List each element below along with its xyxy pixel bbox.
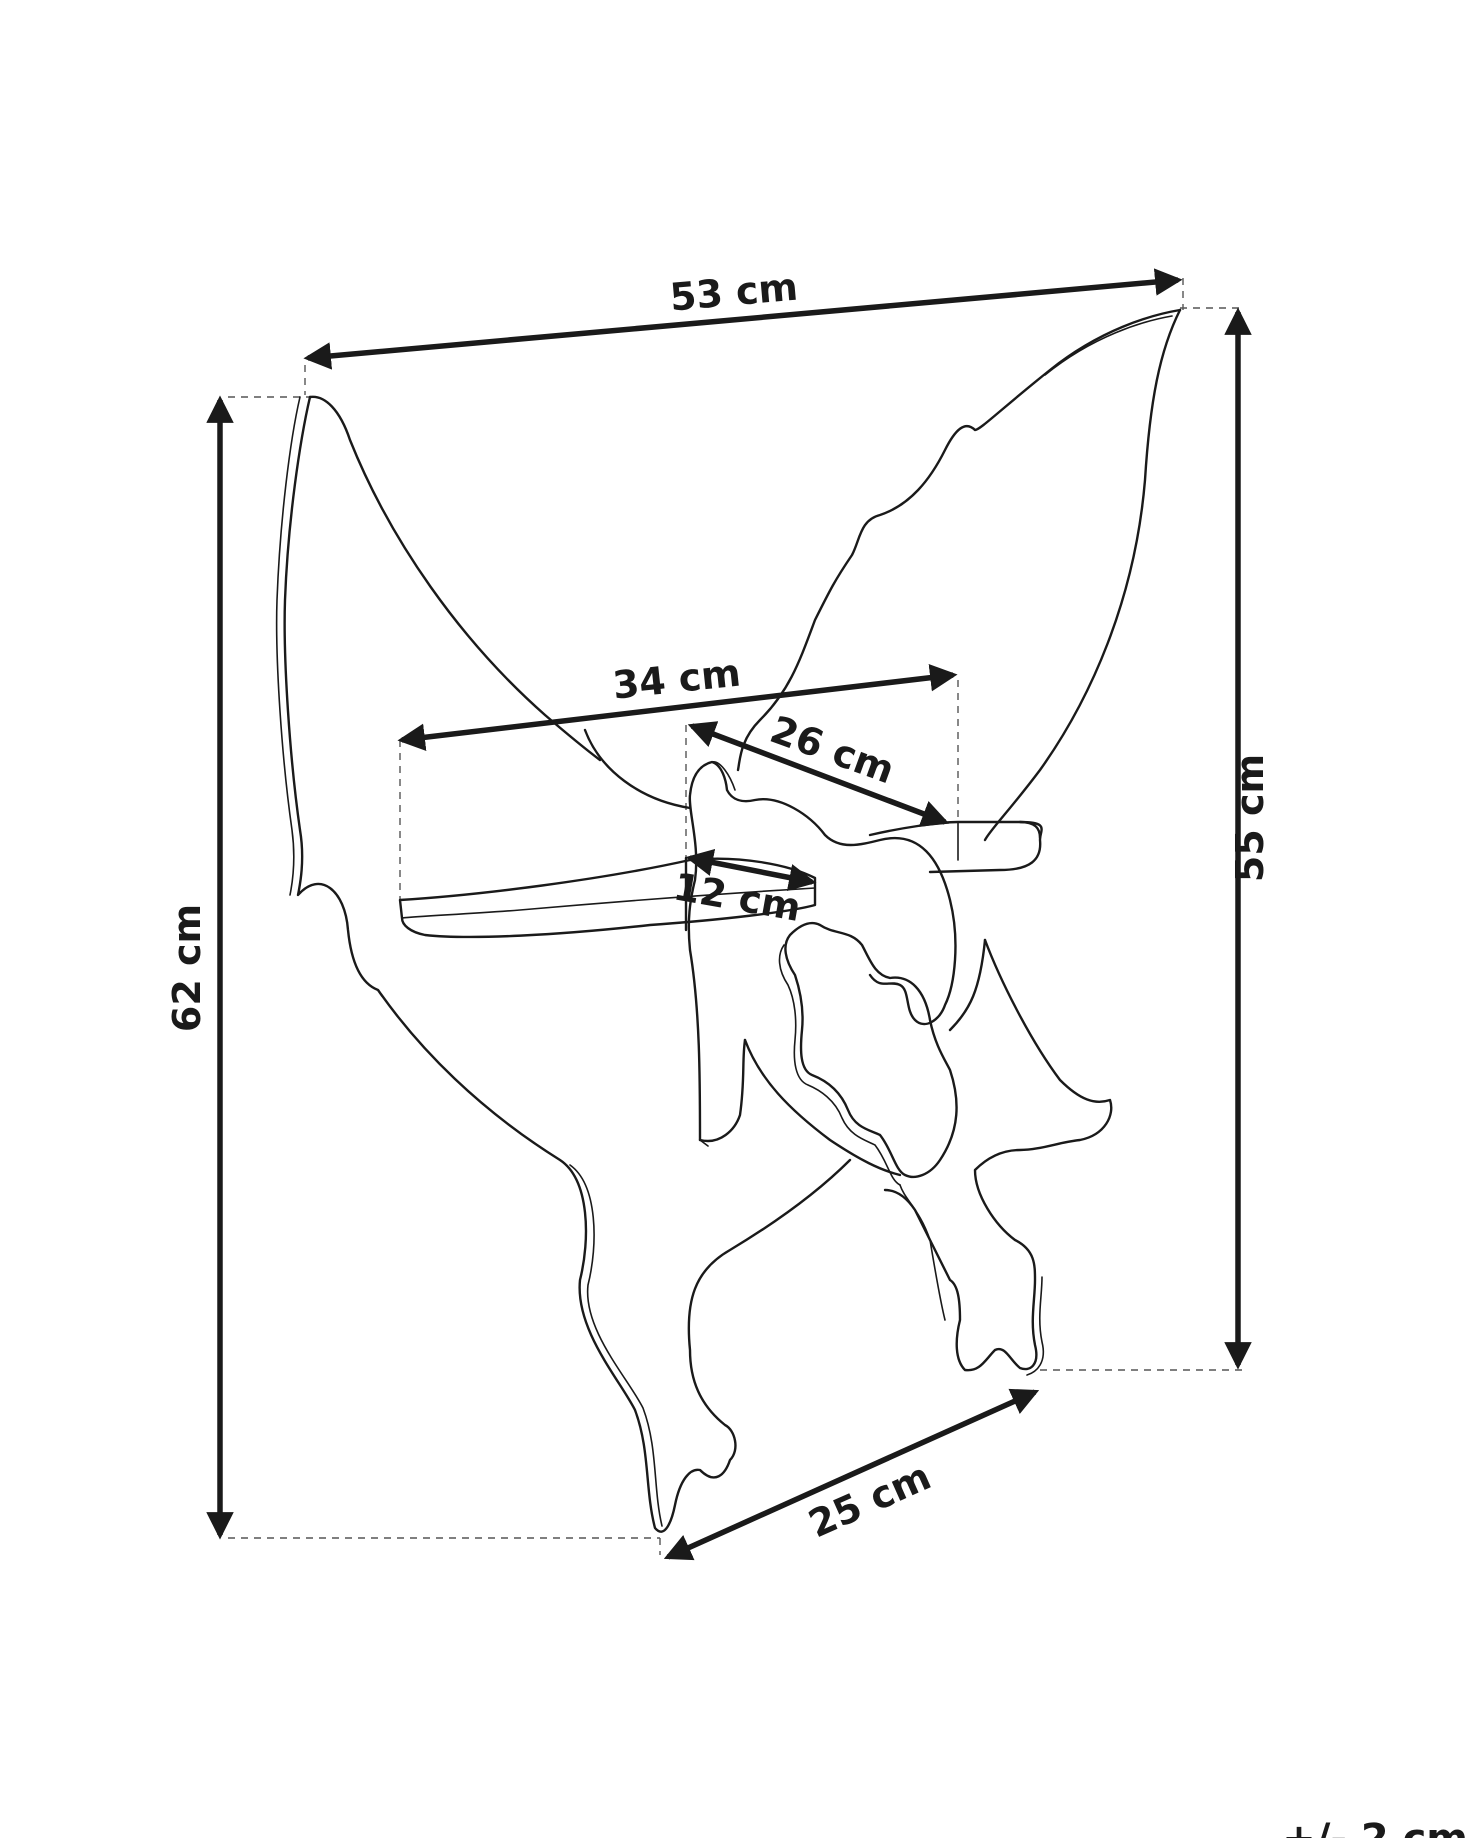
back-panel (275, 308, 1182, 1533)
label-total-width: 53 cm (668, 265, 800, 320)
dimension-labels: 53 cm 62 cm 55 cm 34 cm 26 cm 12 cm 25 c… (165, 265, 1468, 1843)
dimension-arrows (206, 268, 1252, 1561)
front-dinosaur-piece (687, 760, 987, 1321)
arrow-shelf-diagonal (687, 721, 950, 827)
arrow-shelf-width (397, 664, 958, 751)
label-total-height: 62 cm (165, 904, 209, 1032)
arrow-base-depth (663, 1388, 1040, 1561)
label-shelf-width: 34 cm (611, 650, 743, 707)
label-right-height: 55 cm (1228, 754, 1272, 882)
label-tolerance: +/- 2 cm (1282, 1816, 1468, 1838)
arrow-shelf-depth (685, 848, 817, 892)
arrow-total-width (303, 268, 1183, 370)
